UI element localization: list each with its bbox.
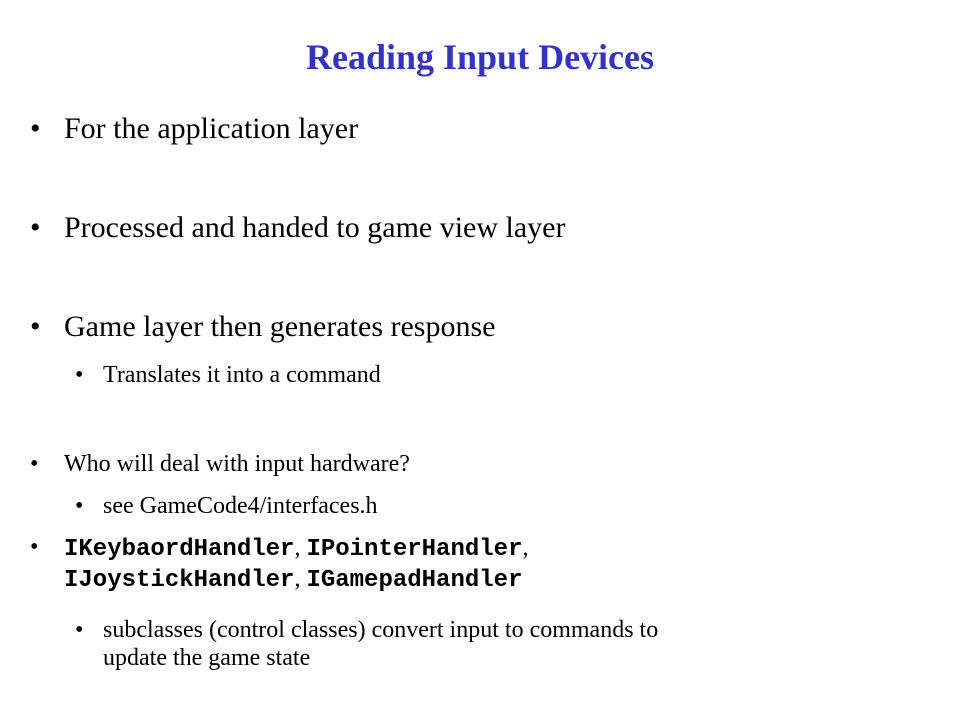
bullet-dot: • [30,310,41,343]
bullet-handlers: • IKeybaordHandler, IPointerHandler, IJo… [30,534,528,596]
handler-separator: , [294,565,307,592]
bullet-application-layer: • For the application layer [30,112,358,146]
bullet-dot: • [30,112,41,145]
bullet-dot: • [30,211,41,244]
bullet-dot: • [75,617,84,643]
handler-separator: , [522,535,529,561]
bullet-dot: • [75,493,84,519]
bullet-dot: • [30,451,39,477]
handler-list: IKeybaordHandler, IPointerHandler, IJoys… [64,534,528,596]
subbullet-gamecode: • see GameCode4/interfaces.h [75,493,378,520]
bullet-dot: • [30,534,39,560]
handler-gamepad: IGamepadHandler [306,566,523,594]
bullet-text-line: subclasses (control classes) convert inp… [103,617,659,643]
slide-title: Reading Input Devices [305,37,655,77]
bullet-text-line: update the game state [103,644,311,671]
handler-joystick: IJoystickHandler [64,566,295,594]
bullet-text-block: subclasses (control classes) convert inp… [103,617,658,672]
bullet-game-layer: • Game layer then generates response [30,310,495,344]
bullet-text: see GameCode4/interfaces.h [103,493,378,519]
handler-pointer: IPointerHandler [306,536,523,563]
bullet-text: Who will deal with input hardware? [64,451,410,477]
handler-keyboard: IKeybaordHandler [64,536,295,563]
handler-separator: , [294,535,307,561]
bullet-dot: • [75,362,84,388]
bullet-text: Processed and handed to game view layer [64,211,566,244]
bullet-input-hardware: • Who will deal with input hardware? [30,451,410,478]
bullet-processed: • Processed and handed to game view laye… [30,211,566,245]
bullet-text: For the application layer [64,112,359,145]
bullet-text: Game layer then generates response [64,310,496,343]
bullet-text: Translates it into a command [103,362,381,388]
subbullet-translates: • Translates it into a command [75,362,381,389]
subbullet-subclasses: • subclasses (control classes) convert i… [75,617,658,672]
